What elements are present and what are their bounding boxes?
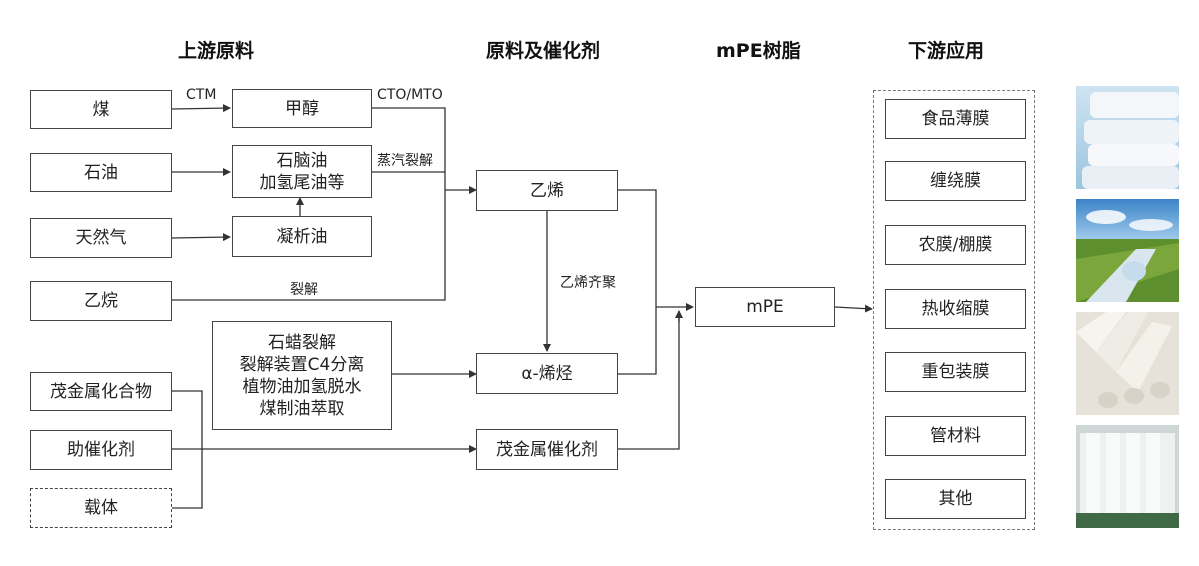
app-agri-film: 农膜/棚膜 — [885, 225, 1026, 265]
olefin-source-item: 裂解装置C4分离 — [239, 354, 365, 375]
node-metallocene-compound: 茂金属化合物 — [30, 372, 172, 411]
white-bags-photo — [1076, 86, 1179, 189]
film-rolls-photo — [1076, 425, 1179, 528]
naphtha-line-2: 加氢尾油等 — [259, 172, 345, 193]
app-food-film: 食品薄膜 — [885, 99, 1026, 139]
olefin-source-item: 石蜡裂解 — [268, 332, 336, 353]
node-natural-gas: 天然气 — [30, 218, 172, 258]
header-upstream: 上游原料 — [178, 40, 255, 62]
header-mpe-resin: mPE树脂 — [716, 40, 801, 62]
node-ethylene: 乙烯 — [476, 170, 618, 211]
edge-label-cto-mto: CTO/MTO — [377, 87, 443, 103]
node-cocatalyst: 助催化剂 — [30, 430, 172, 470]
node-olefin-sources: 石蜡裂解 裂解装置C4分离 植物油加氢脱水 煤制油萃取 — [212, 321, 392, 430]
edge-label-cracking: 裂解 — [290, 282, 318, 298]
header-feedstock-catalyst: 原料及催化剂 — [486, 40, 601, 62]
node-methanol: 甲醇 — [232, 89, 372, 128]
farm-film-photo — [1076, 199, 1179, 302]
node-oil: 石油 — [30, 153, 172, 192]
node-metallocene-catalyst: 茂金属催化剂 — [476, 429, 618, 470]
node-alpha-olefin: α-烯烃 — [476, 353, 618, 394]
applications-group — [873, 90, 1035, 530]
app-stretch-film: 缠绕膜 — [885, 161, 1026, 201]
app-shrink-film: 热收缩膜 — [885, 289, 1026, 329]
header-downstream: 下游应用 — [908, 40, 985, 62]
olefin-source-item: 煤制油萃取 — [259, 398, 345, 419]
node-ethane: 乙烷 — [30, 281, 172, 321]
naphtha-line-1: 石脑油 — [276, 150, 328, 171]
node-carrier: 载体 — [30, 488, 172, 528]
app-pipe-material: 管材料 — [885, 416, 1026, 456]
node-naphtha: 石脑油 加氢尾油等 — [232, 145, 372, 198]
edge-label-steam-cracking: 蒸汽裂解 — [377, 153, 433, 169]
node-condensate: 凝析油 — [232, 216, 372, 257]
node-coal: 煤 — [30, 90, 172, 129]
node-mpe: mPE — [695, 287, 835, 327]
edge-label-ctm: CTM — [186, 87, 217, 103]
app-other: 其他 — [885, 479, 1026, 519]
white-pipes-photo — [1076, 312, 1179, 415]
app-heavy-packaging-film: 重包装膜 — [885, 352, 1026, 392]
edge-label-copolymerization: 乙烯齐聚 — [560, 275, 616, 291]
olefin-source-item: 植物油加氢脱水 — [242, 376, 362, 397]
